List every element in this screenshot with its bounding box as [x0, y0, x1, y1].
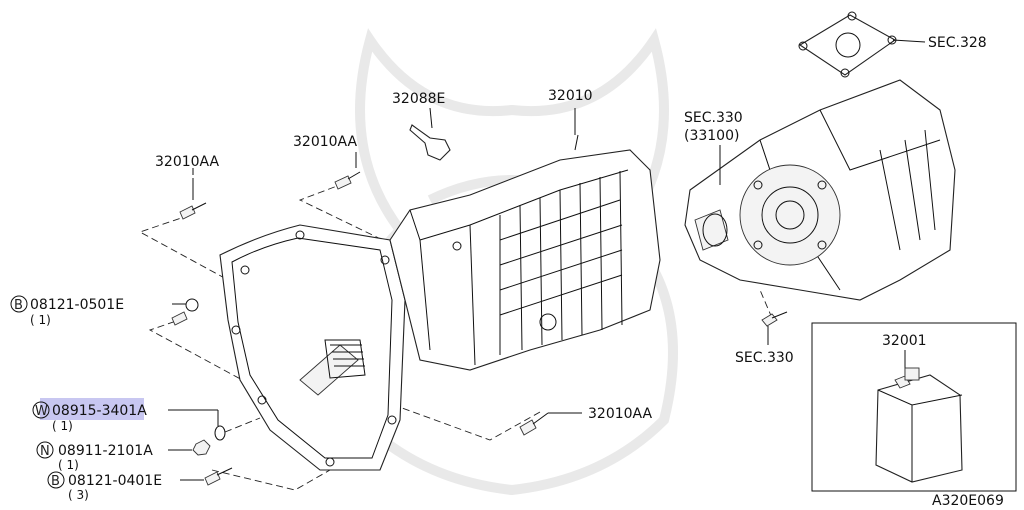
- label-32010AA-left[interactable]: 32010AA: [155, 154, 220, 170]
- transmission-case: [389, 134, 661, 371]
- bolt-32010AA-bottom: [519, 412, 582, 436]
- qty-08915-3401A: ( 1): [52, 419, 73, 433]
- bolt-08121-0401E: [180, 467, 233, 486]
- qty-08121-0401E: ( 3): [68, 488, 89, 502]
- sheet-code: A320E069: [932, 493, 1004, 509]
- label-08915-3401A[interactable]: 08915-3401A: [52, 403, 147, 419]
- label-sec328[interactable]: SEC.328: [928, 35, 987, 51]
- label-08121-0401E[interactable]: 08121-0401E: [68, 473, 162, 489]
- washer-08915-3401A: [168, 409, 226, 441]
- selected-part-highlight: [40, 398, 144, 420]
- bolt-32010AA-top: [334, 152, 361, 190]
- label-08121-0501E[interactable]: 08121-0501E: [30, 297, 124, 313]
- label-32001[interactable]: 32001: [882, 333, 927, 349]
- qty-08911-2101A: ( 1): [58, 458, 79, 472]
- inset-box-32001: [811, 322, 1017, 492]
- top-cover-plate: [798, 11, 926, 78]
- label-32088E[interactable]: 32088E: [392, 91, 445, 107]
- bell-housing: [219, 224, 406, 471]
- label-32010AA-top[interactable]: 32010AA: [293, 134, 358, 150]
- label-32010[interactable]: 32010: [548, 88, 593, 104]
- oil-can-32001: [875, 367, 963, 483]
- prefix-n: N: [40, 444, 50, 459]
- prefix-circle-b2: [47, 471, 65, 489]
- prefix-circle-b1: [10, 295, 28, 313]
- bolt-08121-0501E: [171, 298, 199, 326]
- label-sec330-bottom[interactable]: SEC.330: [735, 350, 794, 366]
- prefix-circle-n: [36, 441, 54, 459]
- clip-32088E: [409, 107, 451, 161]
- label-sec330-top[interactable]: SEC.330: [684, 110, 743, 126]
- prefix-w: W: [35, 404, 48, 419]
- bolt-sec330-bottom: [761, 311, 788, 345]
- prefix-b1: B: [14, 298, 23, 313]
- transfer-case: [684, 79, 956, 301]
- label-32010AA-bottom[interactable]: 32010AA: [588, 406, 653, 422]
- bolt-32010AA-left: [179, 178, 207, 220]
- qty-08121-0501E: ( 1): [30, 313, 51, 327]
- label-sec330-top-ref: (33100): [684, 128, 739, 144]
- prefix-b2: B: [51, 474, 60, 489]
- label-08911-2101A[interactable]: 08911-2101A: [58, 443, 153, 459]
- prefix-circle-w: [32, 401, 50, 419]
- nut-08911-2101A: [168, 439, 211, 456]
